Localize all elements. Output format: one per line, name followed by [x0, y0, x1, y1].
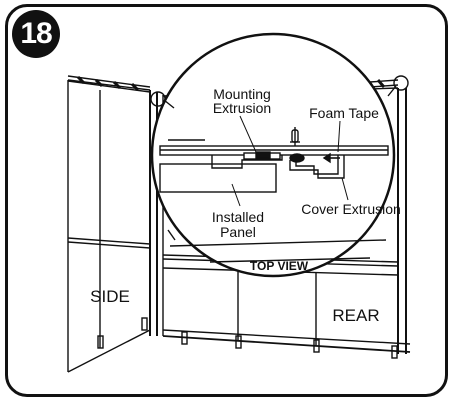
label-installed-panel-2: Panel [220, 224, 256, 240]
side-wall [67, 75, 151, 373]
label-installed-panel-1: Installed [212, 209, 264, 225]
label-mounting-extrusion-2: Extrusion [213, 100, 271, 116]
screw-icon [290, 127, 300, 146]
callout-leaders [231, 115, 349, 207]
callout-labels: Mounting Extrusion Foam Tape Cover Extru… [90, 86, 401, 325]
direction-arrow-icon [322, 152, 331, 164]
rear-post-cap-icon [393, 75, 409, 91]
label-cover-extrusion: Cover Extrusion [301, 201, 401, 217]
top-view-magnifier [150, 32, 397, 278]
step-number-badge: 18 [12, 10, 60, 58]
label-foam-tape: Foam Tape [309, 105, 379, 121]
label-rear-wall: REAR [332, 306, 379, 325]
label-side-wall: SIDE [90, 287, 130, 306]
foam-tape-strip [255, 151, 271, 159]
label-mounting-extrusion-1: Mounting [213, 86, 271, 102]
extrusion-cross-section [159, 127, 389, 263]
label-top-view: TOP VIEW [250, 259, 309, 273]
